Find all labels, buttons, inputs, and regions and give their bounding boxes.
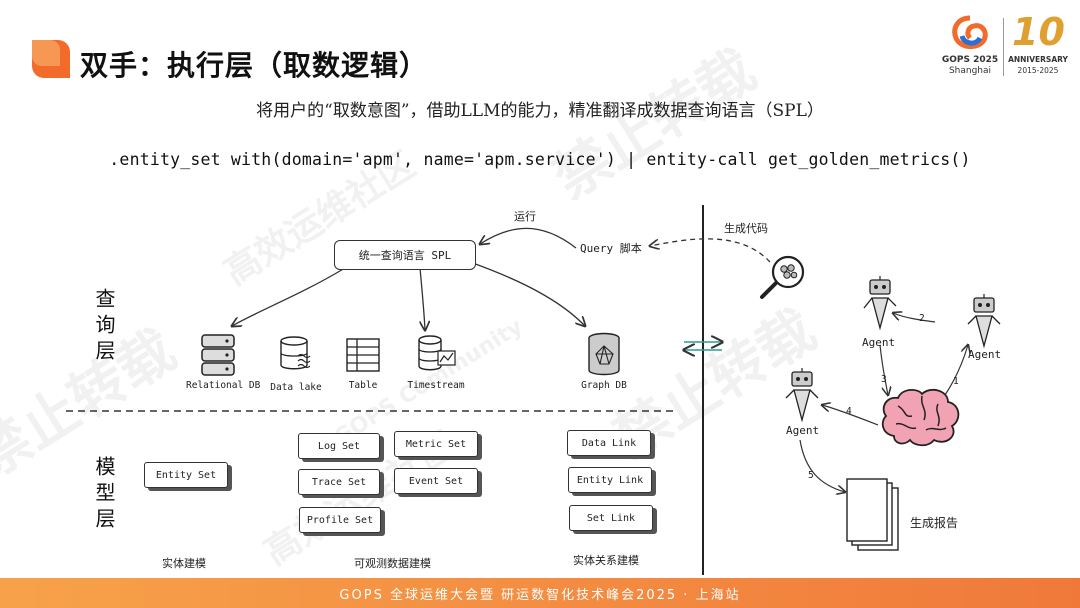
robot-agent-icon (782, 368, 822, 424)
entity-set-box: Entity Set (144, 462, 228, 488)
step-number: 2 (919, 313, 925, 324)
robot-agent-icon (964, 294, 1004, 350)
trace-set-box: Trace Set (298, 469, 380, 495)
timestream-icon (416, 334, 458, 374)
metric-set-box: Metric Set (394, 431, 478, 457)
brain-icon (878, 386, 962, 448)
table-icon (344, 336, 382, 374)
profile-set-box: Profile Set (299, 507, 381, 533)
report-label: 生成报告 (910, 514, 958, 531)
report-document-icon (846, 478, 902, 554)
data-link-box: Data Link (567, 430, 651, 456)
column-label: 可观测数据建模 (354, 555, 431, 571)
run-label: 运行 (514, 208, 536, 224)
target-label: Data lake (266, 382, 326, 393)
spl-box: 统一查询语言 SPL (334, 240, 476, 270)
footer-text: GOPS 全球运维大会暨 研运数智化技术峰会2025 · 上海站 (0, 584, 1080, 603)
agent-label: Agent (968, 348, 1001, 361)
column-label: 实体关系建模 (573, 552, 639, 568)
event-set-box: Event Set (394, 468, 478, 494)
robot-agent-icon (860, 276, 900, 332)
step-number: 1 (953, 376, 959, 387)
target-label: Timestream (403, 380, 469, 391)
target-label: Graph DB (572, 380, 636, 391)
log-set-box: Log Set (298, 433, 380, 459)
magnifier-icon (756, 252, 808, 304)
target-label: Table (333, 380, 393, 391)
generate-code-label: 生成代码 (724, 220, 768, 236)
agent-label: Agent (786, 424, 819, 437)
relational-db-icon (199, 332, 237, 378)
query-script-label: Query 脚本 (580, 240, 642, 256)
column-label: 实体建模 (162, 555, 206, 571)
step-number: 5 (808, 470, 814, 481)
model-layer-label: 模型层 (90, 456, 119, 534)
target-label: Relational DB (186, 380, 250, 391)
step-number: 3 (881, 374, 887, 385)
step-number: 4 (846, 406, 852, 417)
agent-label: Agent (862, 336, 895, 349)
data-lake-icon (278, 334, 318, 374)
query-layer-label: 查询层 (90, 288, 119, 366)
set-link-box: Set Link (569, 505, 653, 531)
entity-link-box: Entity Link (568, 467, 652, 493)
graph-db-icon (585, 332, 623, 378)
